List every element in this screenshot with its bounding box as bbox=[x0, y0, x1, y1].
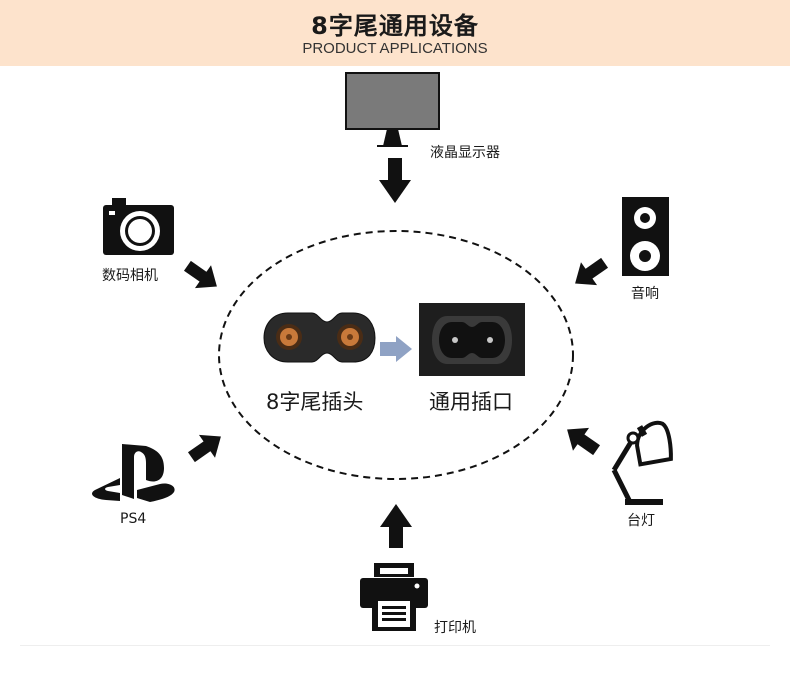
label-lamp: 台灯 bbox=[627, 513, 655, 529]
label-ps4: PS4 bbox=[120, 511, 147, 527]
figure-8-plug-icon bbox=[263, 312, 376, 363]
arrow-from-camera bbox=[183, 260, 217, 289]
label-plug: 8字尾插头 bbox=[266, 390, 364, 414]
arrow-from-printer bbox=[380, 504, 412, 548]
label-printer: 打印机 bbox=[434, 620, 476, 636]
page-subtitle: PRODUCT APPLICATIONS bbox=[302, 40, 488, 57]
bottom-divider bbox=[20, 645, 770, 646]
speaker-icon bbox=[622, 197, 669, 276]
blue-arrow-plug-to-socket bbox=[380, 336, 412, 362]
label-speaker: 音响 bbox=[631, 286, 659, 302]
label-camera: 数码相机 bbox=[102, 268, 158, 284]
universal-socket-icon bbox=[419, 303, 525, 376]
printer-icon bbox=[360, 563, 428, 631]
arrow-from-speaker bbox=[575, 257, 609, 286]
camera-icon bbox=[103, 198, 174, 255]
label-monitor: 液晶显示器 bbox=[430, 145, 500, 161]
ps4-logo-icon bbox=[92, 444, 175, 502]
center-dashed-ellipse bbox=[218, 230, 574, 480]
arrow-from-ps4 bbox=[187, 434, 221, 463]
arrow-from-monitor bbox=[379, 158, 411, 203]
page-title: 8字尾通用设备 bbox=[311, 12, 479, 40]
label-socket: 通用插口 bbox=[429, 390, 513, 414]
arrow-from-lamp bbox=[567, 427, 601, 456]
header-banner bbox=[0, 0, 790, 66]
monitor-icon bbox=[345, 72, 440, 147]
lamp-icon bbox=[611, 420, 673, 505]
